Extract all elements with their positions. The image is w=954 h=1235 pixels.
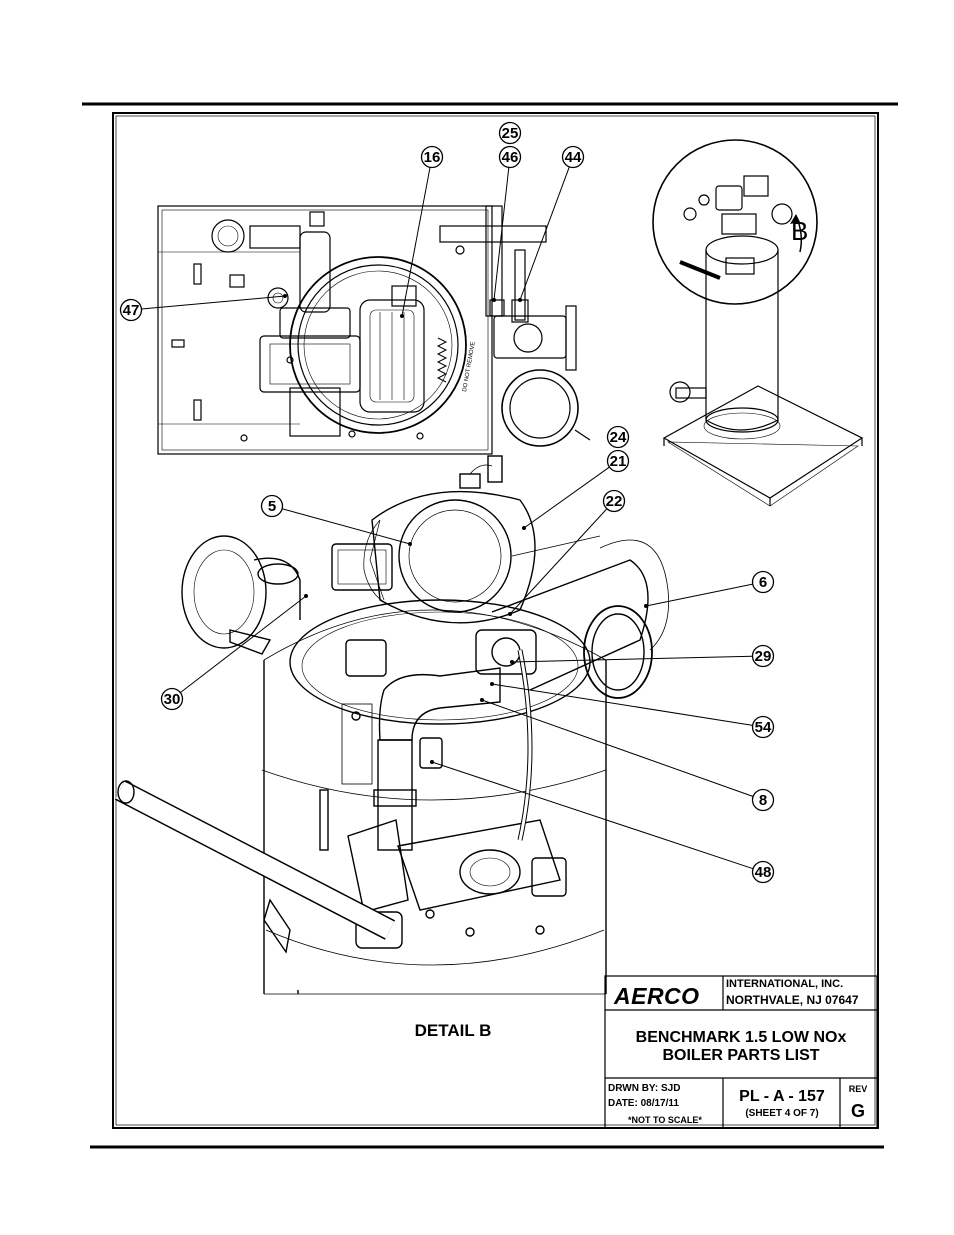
leader-line-48: [432, 762, 753, 869]
callout-label-48: 48: [755, 864, 772, 881]
leader-point-22: [508, 612, 512, 616]
leader-point-29: [510, 660, 514, 664]
leader-line-47: [141, 296, 285, 309]
company-logo-text: AERCO: [614, 983, 700, 1010]
leader-point-21: [522, 526, 526, 530]
leader-line-22: [510, 509, 607, 614]
callout-label-54: 54: [755, 719, 772, 736]
detail-b-view: [118, 456, 669, 994]
leader-line-30: [180, 596, 306, 693]
leader-line-5: [282, 509, 410, 544]
revision: G: [840, 1101, 876, 1122]
callout-label-44: 44: [565, 149, 582, 166]
callout-label-22: 22: [606, 493, 623, 510]
callout-label-8: 8: [759, 792, 767, 809]
callout-label-16: 16: [424, 149, 441, 166]
company-address-line1: INTERNATIONAL, INC.: [726, 978, 843, 990]
rev-label: REV: [840, 1084, 876, 1094]
top-view: [158, 206, 590, 454]
callout-label-5: 5: [268, 498, 276, 515]
leader-line-6: [646, 584, 753, 606]
leader-line-29: [512, 656, 753, 662]
callout-label-46: 46: [502, 149, 519, 166]
callout-label-30: 30: [164, 691, 181, 708]
leader-line-21: [524, 467, 609, 528]
callout-label-24: 24: [610, 429, 627, 446]
callout-label-25: 25: [502, 125, 519, 142]
callout-label-29: 29: [755, 648, 772, 665]
warning-stencil: DO NOT REMOVE: [462, 341, 477, 392]
drawing-title-line2: BOILER PARTS LIST: [605, 1047, 877, 1065]
leader-line-8: [482, 700, 753, 796]
callout-layer: 25 16 46 44 47 24 21 5 22 6 29 30 54 8 48: [121, 123, 774, 883]
leader-point-6: [644, 604, 648, 608]
leader-point-30: [304, 594, 308, 598]
scale-note: *NOT TO SCALE*: [628, 1115, 702, 1125]
leader-point-44: [518, 298, 522, 302]
drawing-date: DATE: 08/17/11: [608, 1098, 679, 1109]
leader-point-8: [480, 698, 484, 702]
detail-label: DETAIL B: [400, 1021, 506, 1041]
callout-label-21: 21: [610, 453, 627, 470]
leader-point-48: [430, 760, 434, 764]
leader-line-44: [520, 167, 569, 300]
iso-view: [653, 140, 862, 506]
callout-label-6: 6: [759, 574, 767, 591]
leader-point-16: [400, 314, 404, 318]
sheet-number: (SHEET 4 OF 7): [727, 1108, 837, 1119]
leader-point-5: [408, 542, 412, 546]
company-address-line2: NORTHVALE, NJ 07647: [726, 993, 859, 1007]
leader-point-46: [492, 298, 496, 302]
part-number: PL - A - 157: [727, 1088, 837, 1106]
drawn-by: DRWN BY: SJD: [608, 1083, 680, 1094]
leader-point-54: [490, 682, 494, 686]
callout-label-47: 47: [123, 302, 140, 319]
drawing-title-line1: BENCHMARK 1.5 LOW NOx: [605, 1029, 877, 1047]
drawing-frame-inner: [116, 116, 875, 1125]
leader-point-47: [283, 294, 287, 298]
